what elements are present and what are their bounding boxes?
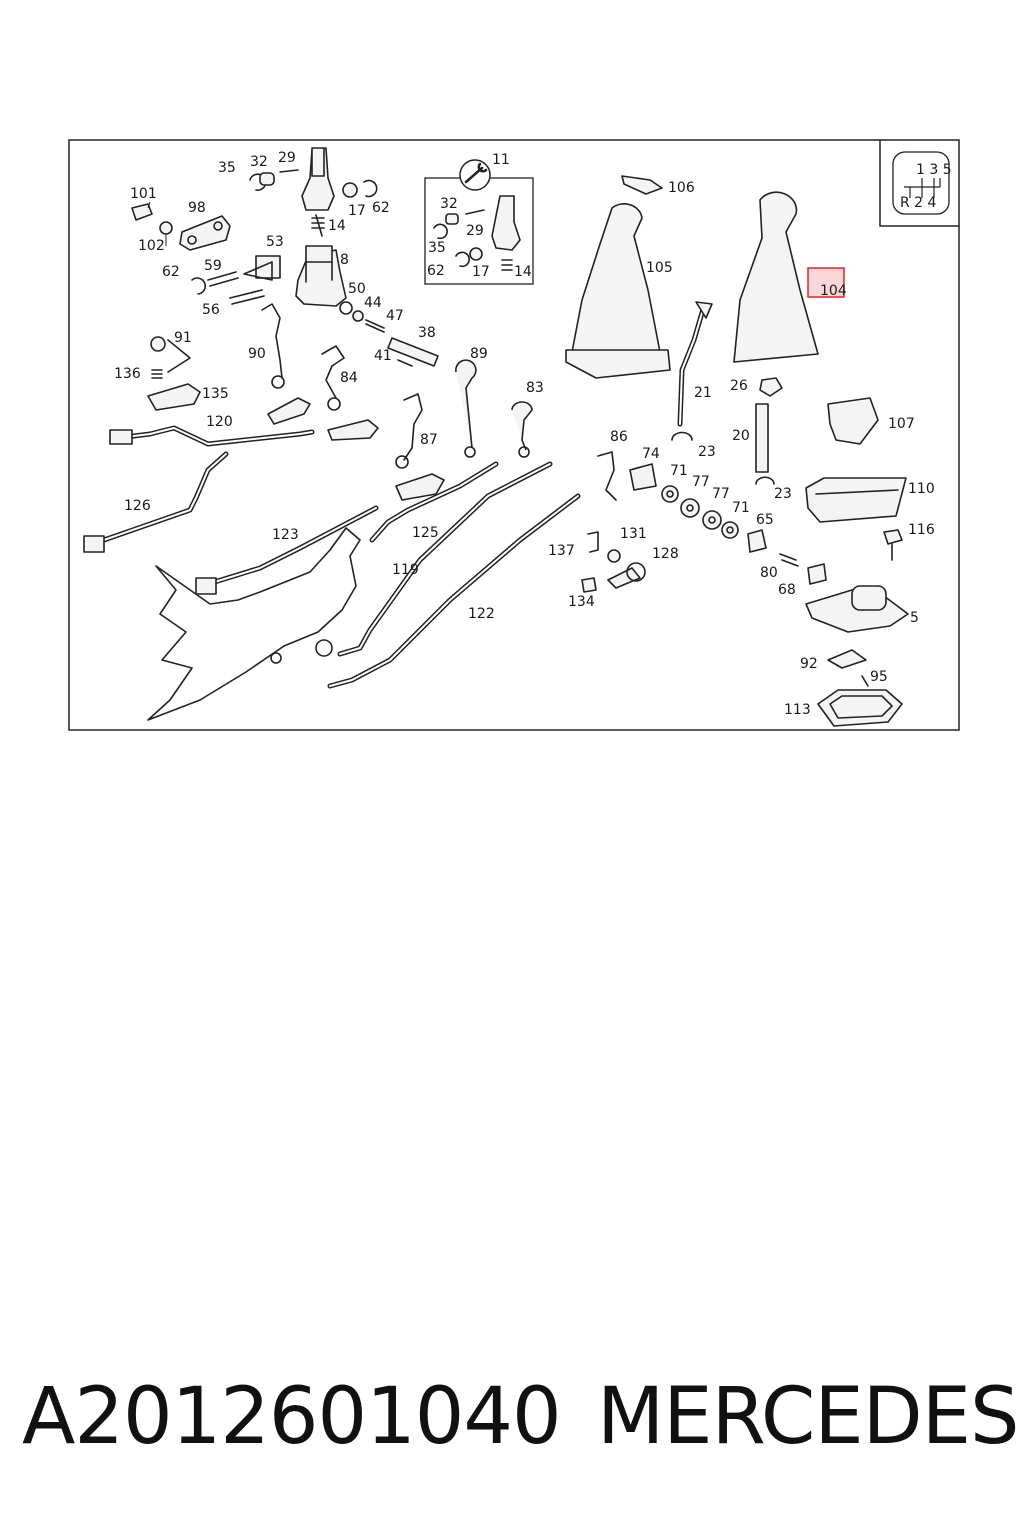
callout-113: 113: [784, 702, 811, 718]
shift-pattern-bottom: R 2 4: [900, 195, 937, 211]
callout-84: 84: [340, 370, 358, 386]
callout-62: 62: [427, 263, 445, 279]
callout-86: 86: [610, 429, 628, 445]
callout-95: 95: [870, 669, 888, 685]
callout-91: 91: [174, 330, 192, 346]
callout-56: 56: [202, 302, 220, 318]
part-drawings: [83, 147, 909, 727]
callout-35: 35: [428, 240, 446, 256]
callout-35: 35: [218, 160, 236, 176]
callout-80: 80: [760, 565, 778, 581]
callout-17: 17: [472, 264, 490, 280]
callout-41: 41: [374, 348, 392, 364]
leader-lines: [147, 201, 167, 246]
callout-65: 65: [756, 512, 774, 528]
callout-87: 87: [420, 432, 438, 448]
callout-17: 17: [348, 203, 366, 219]
callout-83: 83: [526, 380, 544, 396]
callout-126: 126: [124, 498, 151, 514]
callout-59: 59: [204, 258, 222, 274]
callout-47: 47: [386, 308, 404, 324]
callout-106: 106: [668, 180, 695, 196]
callout-107: 107: [888, 416, 915, 432]
callout-122: 122: [468, 606, 495, 622]
callout-116: 116: [908, 522, 935, 538]
shift-pattern-top: 1 3 5: [916, 162, 952, 178]
callout-119: 119: [392, 562, 419, 578]
callout-105: 105: [646, 260, 673, 276]
callout-68: 68: [778, 582, 796, 598]
callout-14: 14: [328, 218, 346, 234]
callout-101: 101: [130, 186, 157, 202]
part-number: A2012601040: [22, 1372, 562, 1462]
callout-71: 71: [670, 463, 688, 479]
callout-50: 50: [348, 281, 366, 297]
callout-135: 135: [202, 386, 229, 402]
callout-23: 23: [774, 486, 792, 502]
callout-32: 32: [440, 196, 458, 212]
callout-104-highlighted: 104: [820, 283, 847, 299]
shift-pattern-icon: 1 3 5 R 2 4: [879, 140, 959, 227]
callout-14: 14: [514, 264, 532, 280]
wrench-icon: [459, 159, 491, 191]
callout-26: 26: [730, 378, 748, 394]
callout-53: 53: [266, 234, 284, 250]
callout-20: 20: [732, 428, 750, 444]
callout-77: 77: [692, 474, 710, 490]
callout-11: 11: [492, 152, 510, 168]
callout-134: 134: [568, 594, 595, 610]
callout-90: 90: [248, 346, 266, 362]
callout-77: 77: [712, 486, 730, 502]
callout-123: 123: [272, 527, 299, 543]
callout-71: 71: [732, 500, 750, 516]
callout-38: 38: [418, 325, 436, 341]
callout-128: 128: [652, 546, 679, 562]
callout-89: 89: [470, 346, 488, 362]
callout-137: 137: [548, 543, 575, 559]
callout-21: 21: [694, 385, 712, 401]
callout-125: 125: [412, 525, 439, 541]
callout-highlight: [807, 267, 845, 298]
callout-131: 131: [620, 526, 647, 542]
callout-8: 8: [340, 252, 349, 268]
footer: A2012601040 MERCEDES: [0, 1372, 1024, 1472]
callout-29: 29: [278, 150, 296, 166]
callout-102: 102: [138, 238, 165, 254]
callout-32: 32: [250, 154, 268, 170]
callout-29: 29: [466, 223, 484, 239]
callout-98: 98: [188, 200, 206, 216]
callout-23: 23: [698, 444, 716, 460]
callout-92: 92: [800, 656, 818, 672]
brand-name: MERCEDES: [597, 1372, 1019, 1462]
callout-44: 44: [364, 295, 382, 311]
callout-120: 120: [206, 414, 233, 430]
parts-diagram: 1 3 5 R 2 4: [68, 139, 960, 731]
callout-62: 62: [162, 264, 180, 280]
callout-136: 136: [114, 366, 141, 382]
callout-74: 74: [642, 446, 660, 462]
callout-110: 110: [908, 481, 935, 497]
callout-5: 5: [910, 610, 919, 626]
callout-62: 62: [372, 200, 390, 216]
